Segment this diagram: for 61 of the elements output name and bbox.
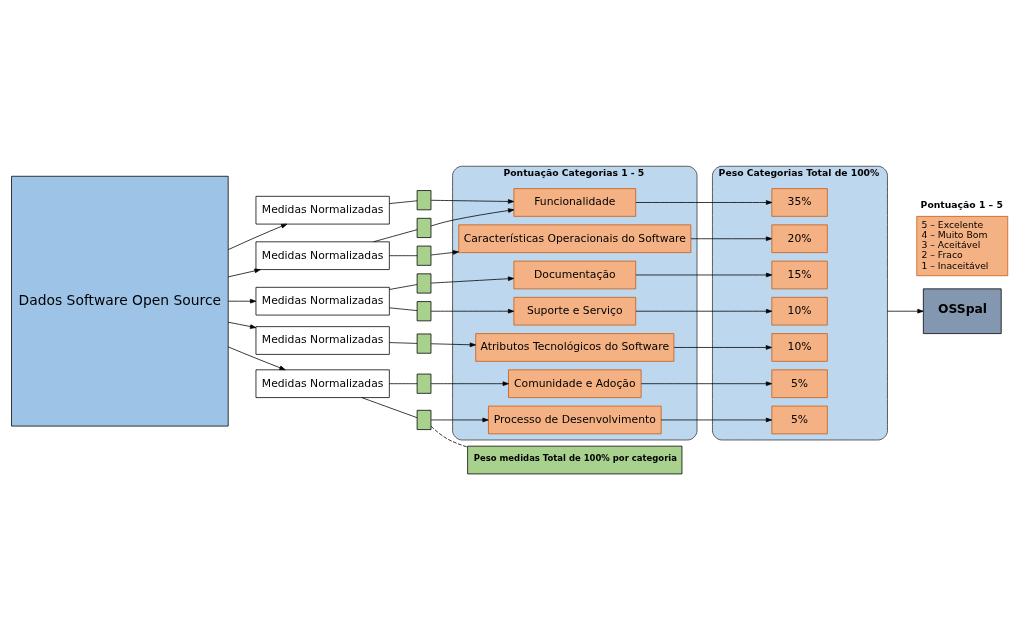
arrow (635, 200, 773, 205)
node-box: 35% (771, 188, 828, 217)
arrow (227, 268, 261, 278)
node-box: Medidas Normalizadas (255, 369, 390, 398)
connector (389, 383, 418, 385)
node-box: Medidas Normalizadas (255, 286, 390, 316)
node-box: Dados Software Open Source (11, 175, 229, 427)
connector (389, 255, 418, 257)
node-box: Características Operacionais do Software (458, 224, 692, 253)
arrow (227, 321, 257, 329)
node-box (416, 245, 432, 266)
arrow (635, 308, 773, 314)
arrow (887, 308, 924, 314)
node-box: OSSpal (922, 288, 1002, 334)
arrow (227, 298, 257, 304)
node-box (416, 190, 432, 211)
node-box (416, 301, 432, 322)
node-box: Comunidade e Adoção (508, 369, 642, 398)
arrow (227, 346, 286, 371)
arrow (430, 342, 476, 348)
connector (373, 229, 418, 243)
node-box: Funcionalidade (513, 188, 637, 217)
node-box (416, 273, 432, 294)
arrow (430, 276, 515, 284)
node-box: Medidas Normalizadas (255, 195, 390, 225)
node-box: Suporte e Serviço (513, 296, 637, 326)
connector (430, 425, 468, 448)
node-box: Peso medidas Total de 100% por categoria (467, 445, 683, 475)
node-box: 20% (771, 224, 828, 253)
connector (389, 342, 418, 344)
connector (389, 284, 418, 290)
node-box: Processo de Desenvolvimento (488, 405, 662, 435)
node-box: Atributos Tecnológicos do Software (475, 333, 675, 362)
arrow (430, 208, 515, 227)
arrow (430, 250, 459, 256)
arrow (660, 417, 772, 423)
arrow (673, 345, 772, 350)
connector (389, 307, 418, 311)
node-box: Medidas Normalizadas (255, 326, 390, 355)
connector (361, 397, 418, 419)
connector (389, 200, 418, 204)
node-box (416, 333, 432, 354)
arrow (690, 236, 773, 241)
node-label: Pontuação 1 – 5 (920, 198, 1003, 210)
node-box: 5% (771, 405, 828, 435)
arrow (640, 381, 773, 386)
node-box: Documentação (513, 260, 637, 290)
arrow (430, 308, 515, 314)
arrow (430, 381, 509, 386)
node-box (416, 217, 432, 238)
node-box (416, 373, 432, 394)
node-box: 10% (771, 333, 828, 362)
arrow (430, 199, 515, 204)
arrow (430, 417, 489, 423)
arrow (227, 223, 288, 251)
node-box: 10% (771, 296, 828, 326)
node-box (416, 409, 432, 430)
arrow (635, 272, 773, 278)
node-box: Medidas Normalizadas (255, 241, 390, 270)
node-box: 5% (771, 369, 828, 398)
node-box: 15% (771, 260, 828, 290)
